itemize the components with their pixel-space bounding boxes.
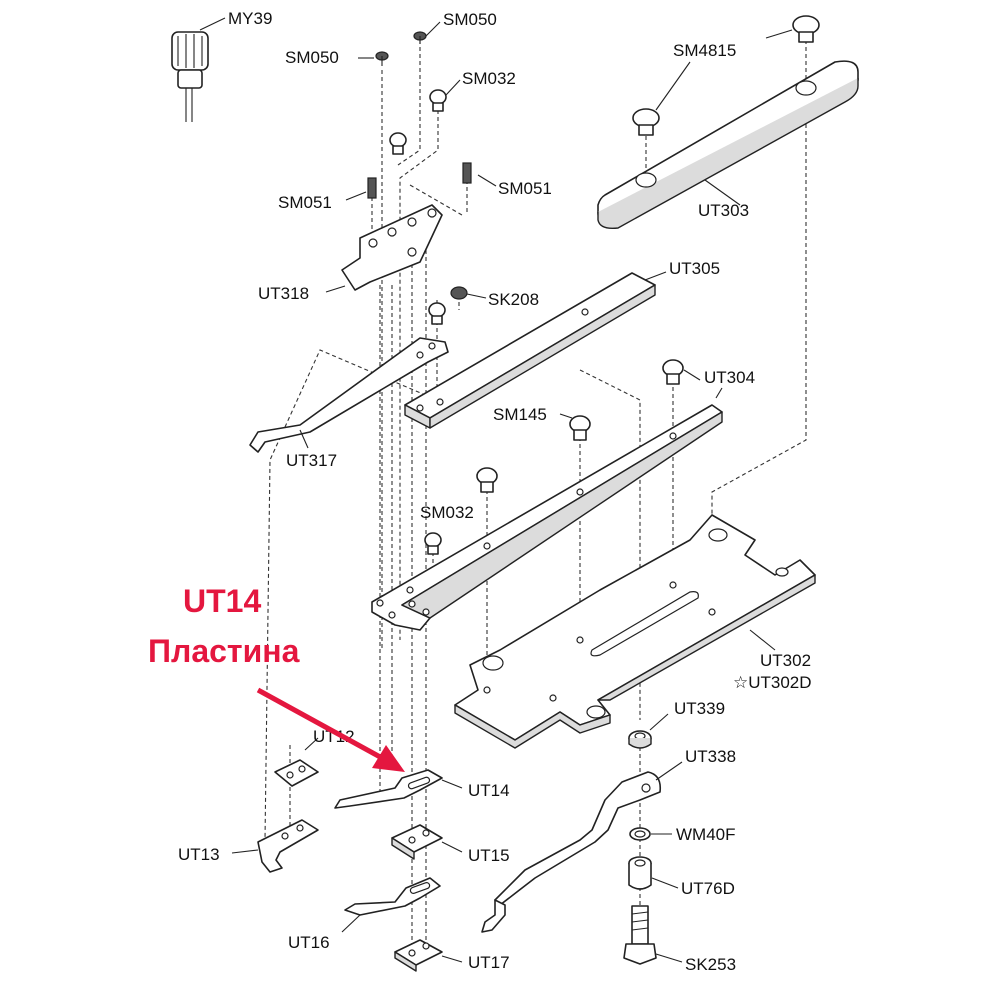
screw-sm4815-mid — [632, 61, 691, 136]
screw-sm4815-top — [765, 15, 820, 43]
part-labels: MY39 SM050 SM050 SM032 SM051 SM051 SM481… — [178, 9, 812, 974]
part-ut302 — [454, 514, 816, 749]
label-sm032-top: SM032 — [462, 69, 516, 88]
label-sm145: SM145 — [493, 405, 547, 424]
part-ut16 — [341, 877, 441, 933]
label-ut13: UT13 — [178, 845, 220, 864]
screw-sk208 — [450, 286, 487, 300]
label-sm050-left: SM050 — [285, 48, 339, 67]
label-my39: MY39 — [228, 9, 272, 28]
label-ut76d: UT76D — [681, 879, 735, 898]
assembly-guide-lines — [264, 40, 807, 960]
screw-sm050-left — [358, 51, 389, 66]
screw-sm145 — [559, 413, 591, 441]
screw-sm032-top — [429, 79, 461, 112]
label-ut16: UT16 — [288, 933, 330, 952]
part-ut76d — [628, 856, 679, 890]
label-sm032-mid: SM032 — [420, 503, 474, 522]
highlight-annotation: UT14 Пластина — [148, 583, 405, 772]
screw-ut317-top — [428, 302, 446, 325]
screw-sm032-b — [389, 132, 407, 155]
label-ut317: UT317 — [286, 451, 337, 470]
label-ut302d: ☆UT302D — [733, 673, 812, 692]
label-ut304: UT304 — [704, 368, 755, 387]
part-ut317 — [249, 337, 449, 453]
screw-sm051-right — [462, 162, 497, 187]
label-sm4815: SM4815 — [673, 41, 736, 60]
annotation-part-name: Пластина — [148, 633, 300, 669]
label-ut17: UT17 — [468, 953, 510, 972]
label-sm051-right: SM051 — [498, 179, 552, 198]
label-sk208: SK208 — [488, 290, 539, 309]
label-ut12: UT12 — [313, 727, 355, 746]
label-wm40f: WM40F — [676, 825, 736, 844]
screw-ut304 — [662, 359, 701, 385]
label-ut14: UT14 — [468, 781, 510, 800]
screwdriver-my39 — [171, 17, 226, 122]
part-ut15 — [391, 824, 463, 860]
label-ut305: UT305 — [669, 259, 720, 278]
part-ut304 — [371, 387, 723, 631]
part-ut318 — [325, 204, 443, 293]
label-ut302: UT302 — [760, 651, 811, 670]
screw-sm050-top — [413, 21, 441, 44]
annotation-arrow — [256, 687, 384, 761]
part-ut13 — [231, 819, 319, 873]
label-ut339: UT339 — [674, 699, 725, 718]
label-ut338: UT338 — [685, 747, 736, 766]
label-ut318: UT318 — [258, 284, 309, 303]
part-ut14 — [334, 769, 463, 809]
annotation-arrow-head — [372, 745, 405, 772]
annotation-part-code: UT14 — [183, 583, 261, 619]
screw-sm051-left — [345, 177, 377, 201]
part-sk253 — [623, 905, 683, 965]
screw-sm032-mid — [424, 532, 442, 555]
part-ut303 — [597, 60, 859, 230]
part-ut305 — [404, 271, 667, 429]
part-ut338 — [481, 761, 683, 933]
label-sm051-left: SM051 — [278, 193, 332, 212]
label-ut303: UT303 — [698, 201, 749, 220]
label-sk253: SK253 — [685, 955, 736, 974]
label-sm050-top: SM050 — [443, 10, 497, 29]
part-ut339 — [628, 713, 669, 749]
label-ut15: UT15 — [468, 846, 510, 865]
part-ut17 — [394, 939, 463, 972]
screws-top — [345, 15, 820, 555]
part-wm40f — [629, 827, 672, 841]
part-ut12 — [274, 737, 319, 787]
screw-mid — [476, 467, 498, 493]
